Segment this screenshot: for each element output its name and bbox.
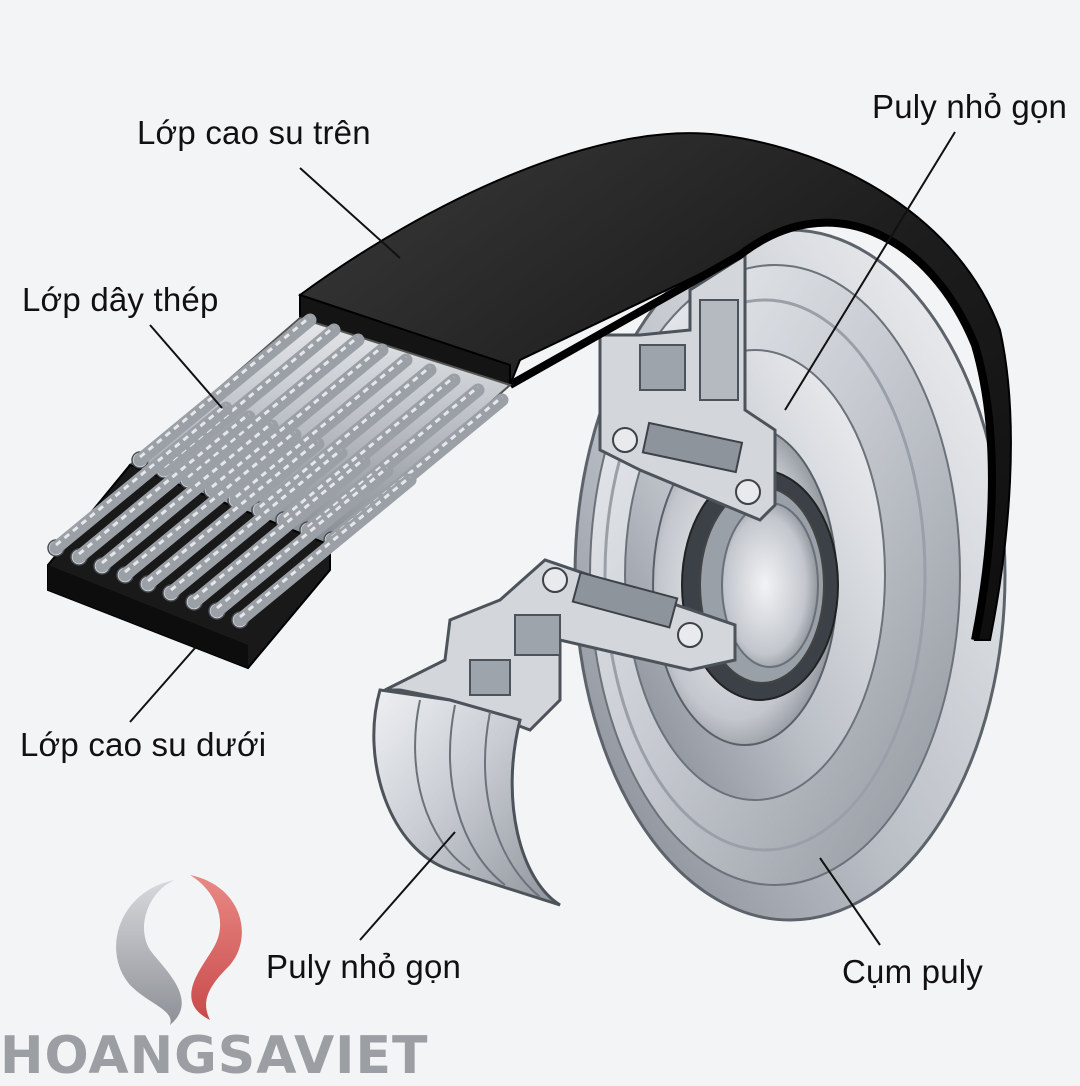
section-hole-lower-2	[469, 659, 511, 696]
steel-cord-strand	[210, 464, 394, 618]
belt	[47, 132, 1012, 670]
lower-rubber-front	[48, 565, 248, 668]
steel-cord-twist	[239, 475, 411, 619]
leader-pulley-top	[784, 131, 956, 411]
bearing-ball-upper-2	[735, 479, 761, 505]
steel-cord-strand	[72, 410, 256, 564]
compact-pulley-grooves	[372, 688, 561, 907]
steel-cord-twist	[216, 466, 388, 610]
steel-cord-twist	[170, 448, 342, 592]
brand-wordmark: HOANGSAVIET	[0, 1026, 429, 1086]
bearing-ball-upper-1	[612, 427, 638, 453]
label-compact-pulley-bottom: Puly nhỏ gọn	[266, 948, 462, 985]
steel-cord-strand	[164, 446, 348, 600]
pulley-assembly	[372, 228, 1007, 922]
steel-cord-twist	[187, 335, 359, 479]
logo-swirl-gray	[116, 880, 182, 1025]
steel-cord-strand	[233, 473, 417, 627]
steel-cord-strand	[157, 323, 341, 477]
steel-cord-twist	[78, 412, 250, 556]
leader-pulley-bottom	[359, 831, 456, 941]
section-hole-upper-1	[639, 344, 686, 391]
label-compact-pulley-top: Puly nhỏ gọn	[872, 88, 1068, 125]
steel-cord-twist	[55, 403, 227, 547]
leader-pulley-assembly	[819, 857, 881, 946]
label-top-rubber-layer: Lớp cao su trên	[137, 114, 371, 151]
steel-cord-strand	[181, 333, 365, 487]
steel-cord-strand	[95, 419, 279, 573]
steel-cord-strand	[141, 437, 325, 591]
steel-cord-twist	[101, 421, 273, 565]
groove-line-2	[449, 704, 506, 886]
leader-lines	[129, 131, 956, 946]
steel-cord-strands	[49, 313, 509, 627]
belt-curve-edge	[508, 218, 996, 641]
steel-cord-strand	[133, 313, 317, 467]
steel-cord-twist	[211, 345, 383, 489]
section-hole-upper-2	[699, 299, 739, 401]
steel-cord-twist	[259, 365, 431, 509]
groove-line-3	[484, 711, 541, 898]
steel-cord-twist	[124, 430, 296, 574]
groove-line-1	[414, 699, 471, 871]
leader-steel-cord	[149, 324, 223, 409]
steel-cord-strand	[205, 343, 389, 497]
steel-cord-twist	[147, 439, 319, 583]
steel-cord-twist	[139, 315, 311, 459]
steel-cord-strand	[118, 428, 302, 582]
pulley-groove-ring	[603, 298, 927, 852]
steel-cord-twist	[283, 375, 455, 519]
bearing-cage-lower	[571, 571, 679, 629]
bearing-ball-lower-2	[677, 622, 703, 648]
label-bottom-rubber-layer: Lớp cao su dưới	[20, 726, 267, 763]
steel-cord-strand	[253, 363, 437, 517]
steel-cord-strand	[229, 353, 413, 507]
logo-swirl-red	[190, 875, 242, 1020]
brand-logo	[116, 875, 242, 1025]
bearing-ball-lower-1	[542, 567, 568, 593]
label-pulley-assembly: Cụm puly	[842, 953, 983, 990]
steel-cord-strand	[187, 455, 371, 609]
leader-top-rubber	[299, 167, 401, 259]
leader-bottom-rubber	[129, 647, 196, 723]
section-hole-lower-1	[514, 614, 561, 656]
steel-cord-twist	[307, 385, 479, 529]
label-steel-cord-layer: Lớp dây thép	[22, 281, 219, 318]
bearing-cage-upper	[641, 421, 744, 474]
steel-cord-twist	[193, 457, 365, 601]
steel-cord-strand	[49, 401, 233, 555]
steel-cord-twist	[235, 355, 407, 499]
